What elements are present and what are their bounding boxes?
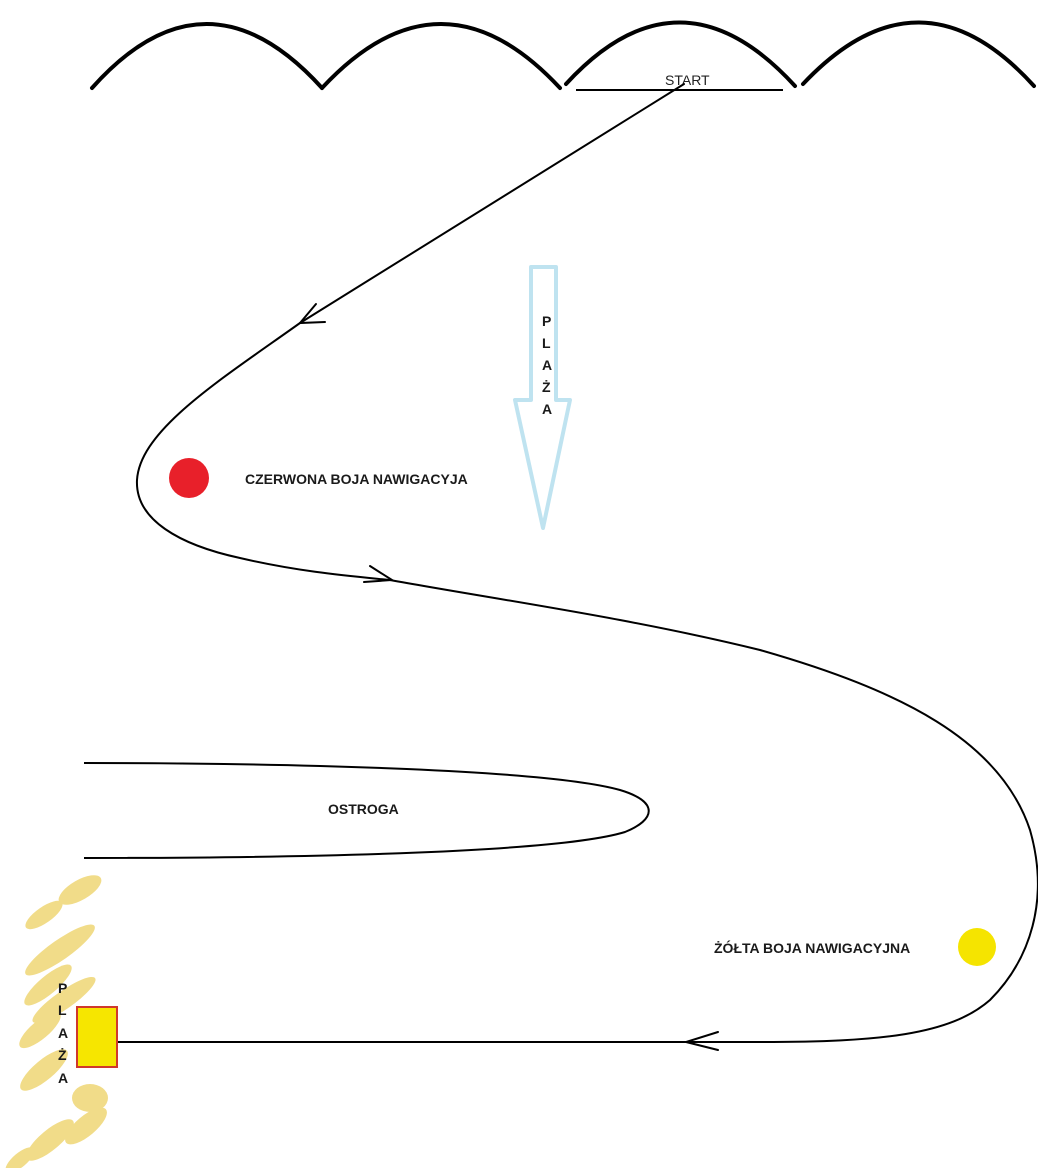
wave-1 [90,22,324,90]
wave-2 [320,22,562,90]
red-buoy [169,458,209,498]
wave-3 [564,20,797,88]
beach-top-letter: A [542,401,552,417]
beach-left-letter: A [58,1070,68,1086]
course-path [117,83,1038,1043]
finish-box [76,1006,118,1068]
beach-left-letter: A [58,1025,68,1041]
beach-left-letters: P L A Ż A [58,980,68,1086]
beach-left-letter: P [58,980,67,996]
beach-top-letter: Ż [542,379,551,395]
beach-top-letter: L [542,335,551,351]
groyne-label: OSTROGA [328,801,399,817]
sand-area [5,875,108,1168]
beach-top-letter: A [542,357,552,373]
arrow-head-3 [682,1031,719,1051]
beach-left-letter: L [58,1002,67,1018]
beach-top-letters: P L A Ż A [542,313,552,417]
beach-direction-arrow [513,265,572,530]
waves [90,20,1036,90]
yellow-buoy-label: ŻÓŁTA BOJA NAWIGACYJNA [714,939,910,956]
beach-left-letter: Ż [58,1047,67,1063]
beach-top-letter: P [542,313,551,329]
arrow-head-1 [297,303,326,325]
wave-4 [801,20,1036,88]
direction-arrows [297,303,719,1051]
arrow-head-2 [363,565,396,583]
start-label: START [665,72,710,88]
yellow-buoy [958,928,996,966]
red-buoy-label: CZERWONA BOJA NAWIGACYJA [245,471,468,487]
groyne-outline [83,762,650,859]
